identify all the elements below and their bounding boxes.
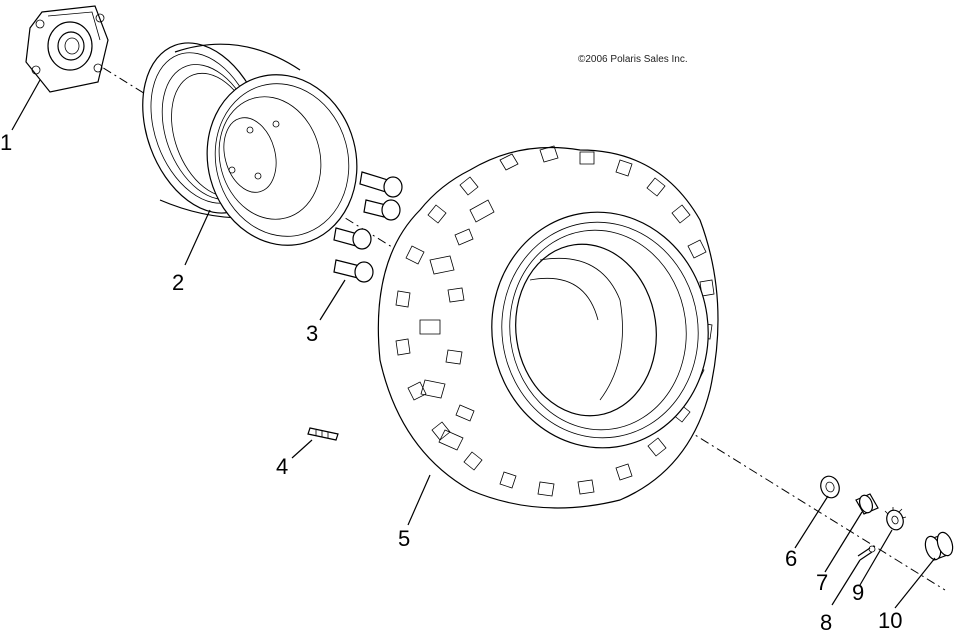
callout-6: 6 — [785, 546, 797, 571]
part-castle-nut[interactable] — [884, 507, 907, 532]
part-lug-nuts[interactable] — [333, 171, 403, 283]
part-hub-cap[interactable] — [923, 530, 956, 561]
part-washer[interactable] — [818, 474, 842, 501]
copyright-notice: ©2006 Polaris Sales Inc. — [578, 54, 688, 65]
part-hub[interactable] — [25, 5, 109, 93]
part-cotter-pin[interactable] — [857, 545, 876, 561]
part-tire[interactable] — [377, 145, 723, 509]
part-valve-stem[interactable] — [307, 427, 339, 441]
callout-1: 1 — [0, 130, 12, 155]
callout-5: 5 — [398, 526, 410, 551]
callout-7: 7 — [816, 570, 828, 595]
callout-4: 4 — [276, 454, 288, 479]
callout-2: 2 — [172, 270, 184, 295]
part-wheel-rim[interactable] — [120, 25, 375, 262]
callout-9: 9 — [852, 580, 864, 605]
leader-lines — [11, 79, 936, 609]
part-cone-washer[interactable] — [855, 493, 879, 515]
callout-3: 3 — [306, 321, 318, 346]
callout-8: 8 — [820, 610, 832, 633]
callout-10: 10 — [878, 608, 902, 633]
